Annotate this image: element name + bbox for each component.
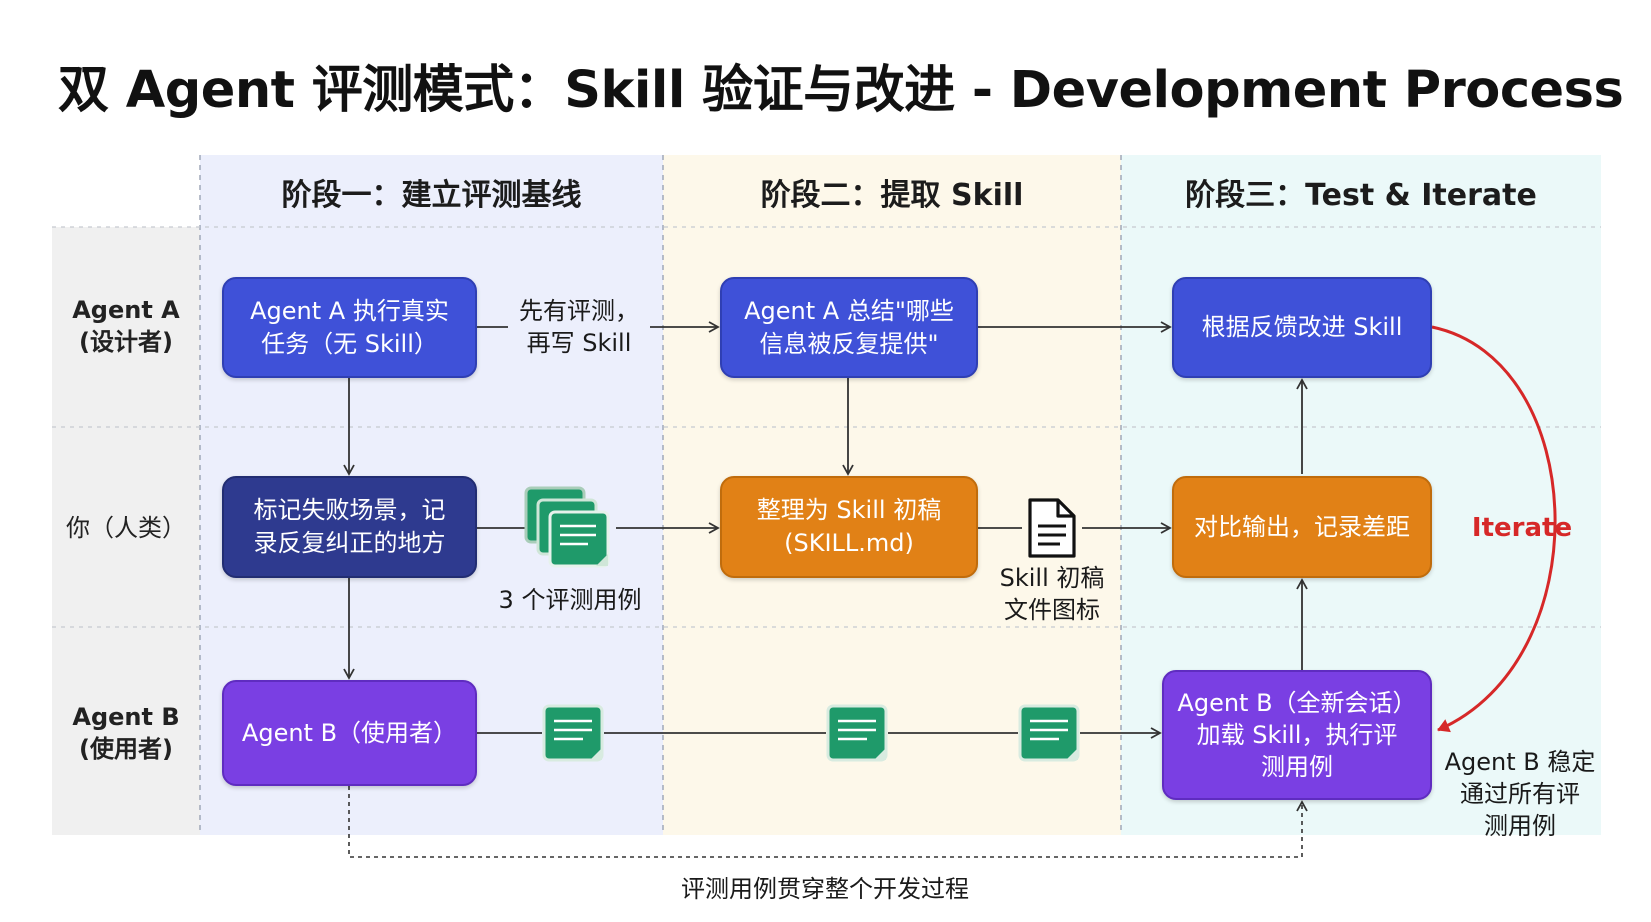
box-agent-a-execute[interactable]: Agent A 执行真实 任务（无 Skill） [222, 277, 477, 378]
label-test-cases: 3 个评测用例 [498, 586, 642, 614]
box-compare-output[interactable]: 对比输出，记录差距 [1172, 476, 1432, 578]
label-skill-draft-icon-line1: Skill 初稿 [999, 564, 1105, 592]
box-draft-skill[interactable]: 整理为 Skill 初稿 (SKILL.md) [720, 476, 978, 578]
box-agent-a-execute-line2: 任务（无 Skill） [261, 329, 438, 358]
box-draft-skill-line1: 整理为 Skill 初稿 [756, 496, 942, 524]
role-agent-a: Agent A (设计者) [52, 294, 200, 358]
box-agent-a-summary-line2: 信息被反复提供" [759, 329, 939, 358]
label-eval-first: 先有评测， 再写 Skill [506, 295, 652, 359]
role-column-background [52, 227, 200, 835]
phase-1-title: 阶段一：建立评测基线 [281, 178, 582, 213]
box-agent-b-load-skill-line2: 加载 Skill，执行评 [1196, 721, 1398, 749]
label-skill-draft-icon: Skill 初稿 文件图标 [992, 562, 1112, 626]
label-eval-first-line2: 再写 Skill [526, 329, 632, 357]
box-agent-b-load-skill-line3: 测用例 [1260, 753, 1333, 781]
label-eval-first-line1: 先有评测， [519, 297, 639, 325]
role-human: 你（人类） [66, 514, 186, 542]
label-skill-draft-icon-line2: 文件图标 [1004, 596, 1100, 624]
label-agent-b-stable-line2: 通过所有评 [1460, 780, 1580, 808]
box-agent-b-load-skill-line1: Agent B（全新会话） [1177, 689, 1417, 717]
box-agent-b-user[interactable]: Agent B（使用者） [222, 680, 477, 786]
role-agent-a-desc: (设计者) [79, 328, 173, 356]
box-agent-a-summary[interactable]: Agent A 总结"哪些 信息被反复提供" [720, 277, 978, 378]
box-agent-b-load-skill[interactable]: Agent B（全新会话） 加载 Skill，执行评 测用例 [1162, 670, 1432, 800]
test-case-icon [826, 704, 888, 762]
box-mark-failures-line2: 录反复纠正的地方 [253, 529, 446, 557]
label-agent-b-stable-line3: 测用例 [1484, 812, 1556, 840]
box-mark-failures[interactable]: 标记失败场景，记 录反复纠正的地方 [222, 476, 477, 578]
box-mark-failures-line1: 标记失败场景，记 [253, 496, 446, 524]
page-title: 双 Agent 评测模式：Skill 验证与改进 - Development P… [58, 61, 1624, 120]
role-agent-a-name: Agent A [72, 296, 180, 324]
role-agent-b-name: Agent B [72, 703, 180, 731]
phase-3-title: 阶段三：Test & Iterate [1185, 178, 1537, 213]
label-agent-b-stable: Agent B 稳定 通过所有评 测用例 [1440, 746, 1600, 842]
phase-2-title: 阶段二：提取 Skill [760, 178, 1024, 213]
test-case-icon [542, 704, 604, 762]
test-case-stack-icon [524, 486, 610, 568]
test-case-icon [1018, 704, 1080, 762]
box-agent-a-summary-line1: Agent A 总结"哪些 [744, 296, 954, 325]
box-improve-skill[interactable]: 根据反馈改进 Skill [1172, 277, 1432, 378]
label-agent-b-stable-line1: Agent B 稳定 [1444, 748, 1596, 776]
label-throughout: 评测用例贯穿整个开发过程 [681, 875, 969, 903]
label-iterate: Iterate [1471, 513, 1573, 543]
role-agent-b: Agent B (使用者) [52, 701, 200, 765]
role-agent-b-desc: (使用者) [79, 735, 173, 763]
box-draft-skill-line2: (SKILL.md) [784, 529, 914, 557]
box-agent-a-execute-line1: Agent A 执行真实 [250, 296, 449, 325]
document-icon [1028, 498, 1076, 558]
